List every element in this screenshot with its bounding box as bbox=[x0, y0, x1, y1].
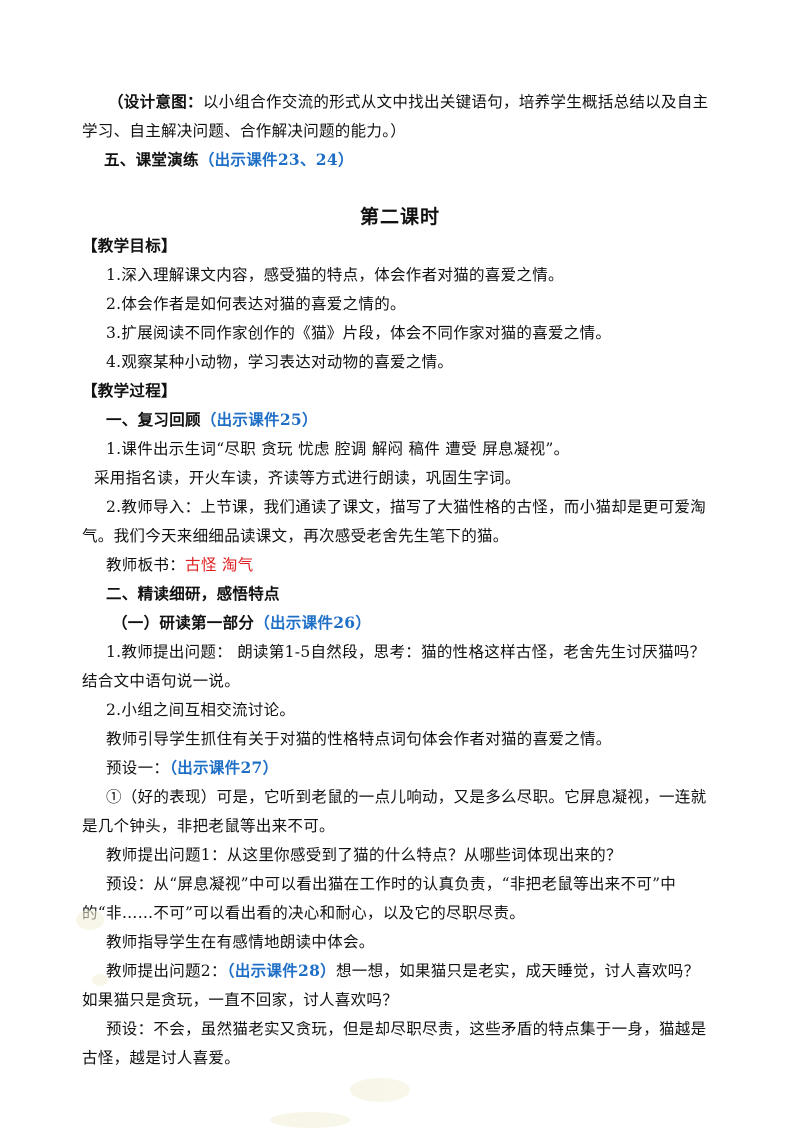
ask-1: 教师提出问题1：从这里你感受到了猫的什么特点？从哪些词体现出来的？ bbox=[106, 846, 622, 864]
section-1-heading: 一、复习回顾（出示课件25） bbox=[106, 409, 318, 431]
section-1-para-2: 采用指名读，开火车读，齐读等方式进行朗读，巩固生字词。 bbox=[94, 469, 521, 487]
goals-header: 【教学目标】 bbox=[82, 236, 177, 255]
answer-2a: 预设：不会，虽然猫老实又贪玩，但是却尽职尽责，这些矛盾的特点集于一身，猫越是 bbox=[106, 1020, 707, 1038]
board-words: 古怪 淘气 bbox=[185, 556, 254, 574]
quote-line-a: ①（好的表现）可是，它听到老鼠的一点儿响动，又是多么尽职。它屏息凝视，一连就 bbox=[106, 788, 707, 806]
preset-1-heading: 预设一：（出示课件27） bbox=[106, 757, 278, 779]
answer-1b: 的“非……不可”可以看出看的决心和耐心，以及它的尽职尽责。 bbox=[82, 904, 526, 922]
design-intent-line-1: （设计意图：以小组合作交流的形式从文中找出关键语句，培养学生概括总结以及自主 bbox=[108, 91, 708, 113]
board-label: 教师板书： bbox=[106, 556, 186, 574]
question-1b: 结合文中语句说一说。 bbox=[82, 672, 241, 690]
teacher-guide: 教师引导学生抓住有关于对猫的性格特点词句体会作者对猫的喜爱之情。 bbox=[106, 730, 612, 748]
process-header: 【教学过程】 bbox=[82, 381, 177, 400]
ask-2-line-b: 如果猫只是贪玩，一直不回家，讨人喜欢吗？ bbox=[82, 991, 399, 1009]
preset-1-label: 预设一： bbox=[106, 759, 170, 777]
section-1-ref: （出示课件25） bbox=[200, 410, 318, 429]
design-intent-line-2: 学习、自主解决问题、合作解决问题的能力。） bbox=[82, 122, 407, 140]
goal-item: 4.观察某种小动物，学习表达对动物的喜爱之情。 bbox=[106, 353, 454, 371]
ask-2-text: 想一想，如果猫只是老实，成天睡觉，讨人喜欢吗？ bbox=[336, 962, 700, 980]
question-1a: 1.教师提出问题： 朗读第1-5自然段，思考：猫的性格这样古怪，老舍先生讨厌猫吗… bbox=[106, 643, 706, 661]
section-1-para-3a: 2.教师导入：上节课，我们通读了课文，描写了大猫性格的古怪，而小猫却是更可爱淘 bbox=[106, 498, 706, 516]
subsection-1-heading: （一）研读第一部分（出示课件26） bbox=[112, 612, 371, 634]
question-2: 2.小组之间互相交流讨论。 bbox=[106, 701, 296, 719]
answer-2b: 古怪，越是讨人喜爱。 bbox=[82, 1049, 241, 1067]
section-2-title: 二、精读细研，感悟特点 bbox=[106, 584, 280, 603]
ask-2-line: 教师提出问题2：（出示课件28）想一想，如果猫只是老实，成天睡觉，讨人喜欢吗？ bbox=[106, 960, 699, 982]
section-1-para-3b: 气。我们今天来细细品读课文，再次感受老舍先生笔下的猫。 bbox=[82, 527, 509, 545]
section-1-title: 一、复习回顾 bbox=[106, 410, 201, 429]
section-5-ref: （出示课件23、24） bbox=[198, 150, 354, 169]
teacher-guide-2: 教师指导学生在有感情地朗读中体会。 bbox=[106, 933, 375, 951]
subsection-1-ref: （出示课件26） bbox=[254, 613, 372, 632]
section-5-heading: 五、课堂演练（出示课件23、24） bbox=[104, 149, 354, 171]
design-intent-text: 以小组合作交流的形式从文中找出关键语句，培养学生概括总结以及自主 bbox=[202, 93, 709, 111]
ask-2-label: 教师提出问题2： bbox=[106, 962, 227, 980]
goal-item: 1.深入理解课文内容，感受猫的特点，体会作者对猫的喜爱之情。 bbox=[106, 266, 564, 284]
section-1-para-1: 1.课件出示生词“尽职 贪玩 忧虑 腔调 解闷 稿件 遭受 屏息凝视”。 bbox=[106, 440, 570, 458]
goal-item: 3.扩展阅读不同作家创作的《猫》片段，体会不同作家对猫的喜爱之情。 bbox=[106, 324, 612, 342]
section-5-title: 五、课堂演练 bbox=[104, 150, 199, 169]
ask-2-ref: （出示课件28） bbox=[226, 961, 336, 980]
subsection-1-title: （一）研读第一部分 bbox=[112, 613, 255, 632]
preset-1-ref: （出示课件27） bbox=[169, 758, 279, 777]
lesson-title: 第二课时 bbox=[359, 206, 440, 228]
answer-1a: 预设：从“屏息凝视”中可以看出猫在工作时的认真负责，“非把老鼠等出来不可”中 bbox=[106, 875, 677, 893]
quote-line-b: 是几个钟头，非把老鼠等出来不可。 bbox=[82, 817, 335, 835]
board-line: 教师板书：古怪 淘气 bbox=[106, 554, 253, 576]
design-intent-label: （设计意图： bbox=[108, 92, 203, 111]
goal-item: 2.体会作者是如何表达对猫的喜爱之情的。 bbox=[106, 295, 406, 313]
